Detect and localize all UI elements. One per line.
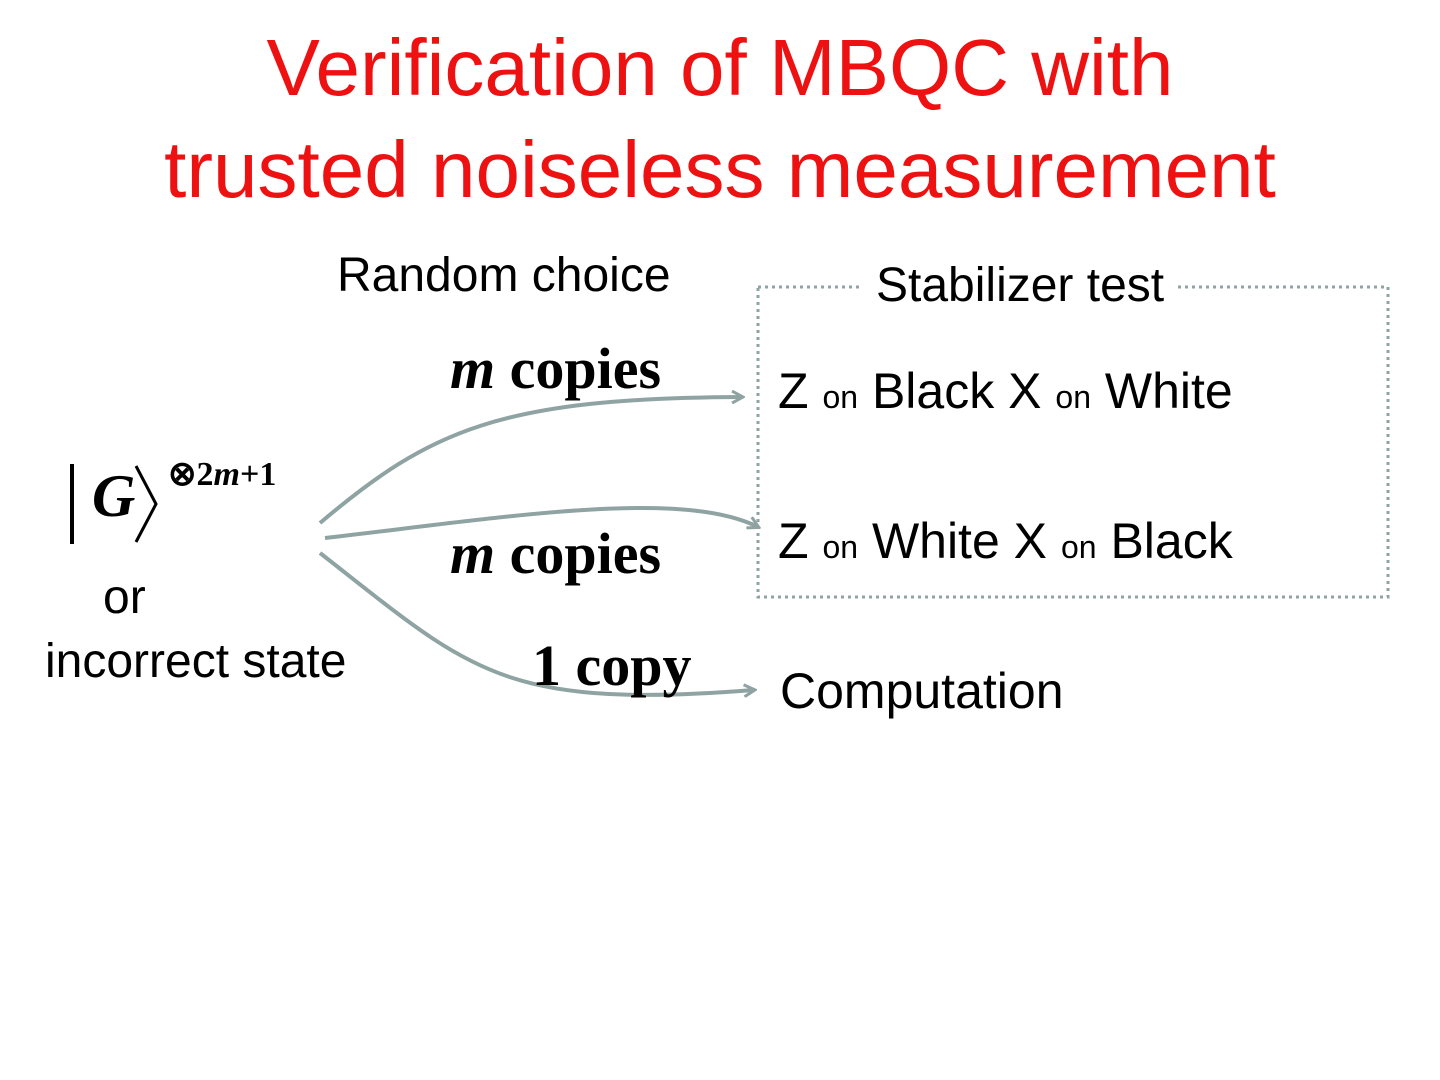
copies-text-1: copies (509, 336, 662, 401)
test1-on-1: on (822, 379, 859, 415)
test2-color-b: Black (1110, 513, 1233, 569)
test1-color-a: Black (871, 363, 995, 419)
test2-on-1: on (822, 529, 859, 565)
copies-text-2: copies (509, 521, 662, 586)
stabilizer-test-label: Stabilizer test (862, 258, 1179, 313)
ket-symbol: G (92, 463, 136, 529)
copies-label-2: m copies (450, 520, 661, 587)
test2-label: Z on White X on Black (778, 512, 1233, 570)
ket-exponent-prefix: ⊗2 (168, 456, 214, 493)
ket-exponent-var: m (213, 456, 240, 493)
copies-var-2: m (450, 521, 496, 586)
slide-title-line-2: trusted noiseless measurement (164, 125, 1276, 214)
test1-on-2: on (1055, 379, 1091, 415)
test2-z: Z (778, 513, 809, 569)
computation-label: Computation (780, 663, 1064, 719)
ket-angle-icon (134, 465, 158, 543)
test1-z: Z (778, 363, 809, 419)
test2-x: X (1013, 513, 1048, 569)
ket-exponent: ⊗2m+1 (168, 454, 276, 494)
ket-exponent-suffix: +1 (239, 456, 277, 493)
arrow-to-computation (318, 551, 754, 695)
test1-x: X (1008, 363, 1042, 419)
incorrect-state-label: incorrect state (45, 635, 347, 688)
test2-on-2: on (1060, 529, 1097, 565)
arrow-to-test2 (324, 506, 758, 540)
test1-label: Z on Black X on White (778, 362, 1233, 420)
random-choice-label: Random choice (337, 249, 671, 302)
test2-color-a: White (871, 513, 1000, 569)
copies-label-1: m copies (450, 335, 661, 402)
arrow-to-test1 (318, 397, 742, 525)
one-copy-label: 1 copy (532, 633, 692, 698)
copies-var-1: m (450, 336, 496, 401)
or-label: or (103, 571, 146, 624)
test1-color-b: White (1104, 363, 1233, 419)
slide-title-line-1: Verification of MBQC with (266, 23, 1174, 112)
ket-bar (70, 464, 74, 544)
